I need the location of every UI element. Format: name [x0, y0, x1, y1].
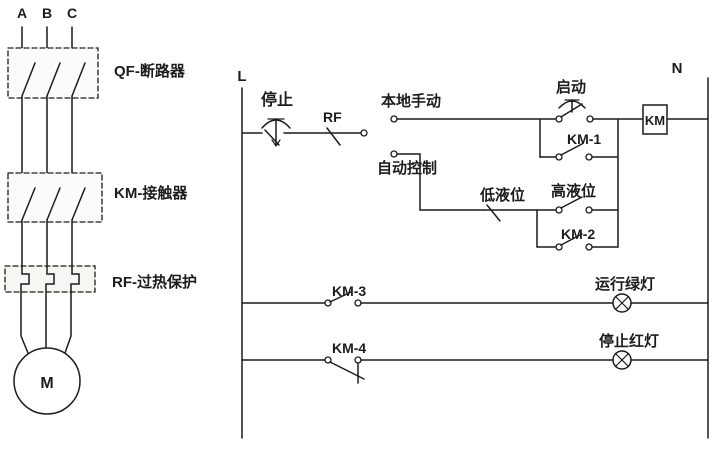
line-rail-label: L [237, 68, 246, 85]
run-lamp [612, 293, 632, 313]
rf-contact [326, 127, 341, 146]
auto-mode-label: 自动控制 [377, 159, 437, 177]
km3-contact-label: KM-3 [332, 283, 366, 299]
rf-contact-label: RF [323, 109, 342, 125]
km1-contact [539, 143, 619, 161]
stop-lamp-rung [241, 350, 709, 384]
km3-contact [324, 291, 362, 307]
motor-label: M [40, 375, 53, 392]
control-circuit: L N 停止 RF [237, 60, 709, 439]
manual-mode-label: 本地手动 [381, 92, 441, 110]
stop-lamp-label: 停止红灯 [599, 332, 659, 350]
km2-contact [536, 233, 619, 251]
stop-button-label: 停止 [261, 90, 293, 109]
km2-contact-label: KM-2 [561, 226, 595, 242]
start-button [555, 99, 594, 123]
km4-contact [324, 356, 365, 384]
stop-lamp [612, 350, 632, 370]
phase-label-c: C [67, 5, 77, 21]
start-button-label: 启动 [556, 78, 586, 96]
km-coil-label: KM [645, 113, 665, 128]
overload-heater-box [4, 265, 96, 293]
power-circuit: A B C QF-断路器 [4, 5, 197, 415]
run-lamp-label: 运行绿灯 [595, 275, 655, 293]
low-level-label: 低液位 [479, 186, 525, 204]
selector-auto-contact [390, 150, 485, 211]
phase-label-a: A [17, 5, 27, 21]
km-coil: KM [642, 104, 668, 135]
km4-contact-label: KM-4 [332, 340, 366, 356]
phase-label-b: B [42, 5, 52, 21]
neutral-rail-label: N [672, 60, 683, 77]
selector-manual-contact [390, 115, 557, 123]
stop-button [261, 118, 291, 148]
km1-contact-label: KM-1 [567, 131, 601, 147]
low-level-contact [483, 204, 538, 222]
selector-common-terminal [360, 129, 368, 137]
high-level-contact [536, 196, 619, 214]
overload-label: RF-过热保护 [112, 273, 197, 291]
contactor-box [7, 172, 103, 223]
high-level-label: 高液位 [551, 182, 596, 200]
breaker-label: QF-断路器 [114, 62, 186, 80]
phase-wires-mid [21, 95, 73, 188]
breaker-box [7, 47, 99, 99]
phase-wires-bottom [20, 219, 80, 354]
run-lamp-rung [241, 291, 709, 313]
motor-symbol: M [13, 347, 81, 415]
contactor-label: KM-接触器 [114, 184, 188, 202]
